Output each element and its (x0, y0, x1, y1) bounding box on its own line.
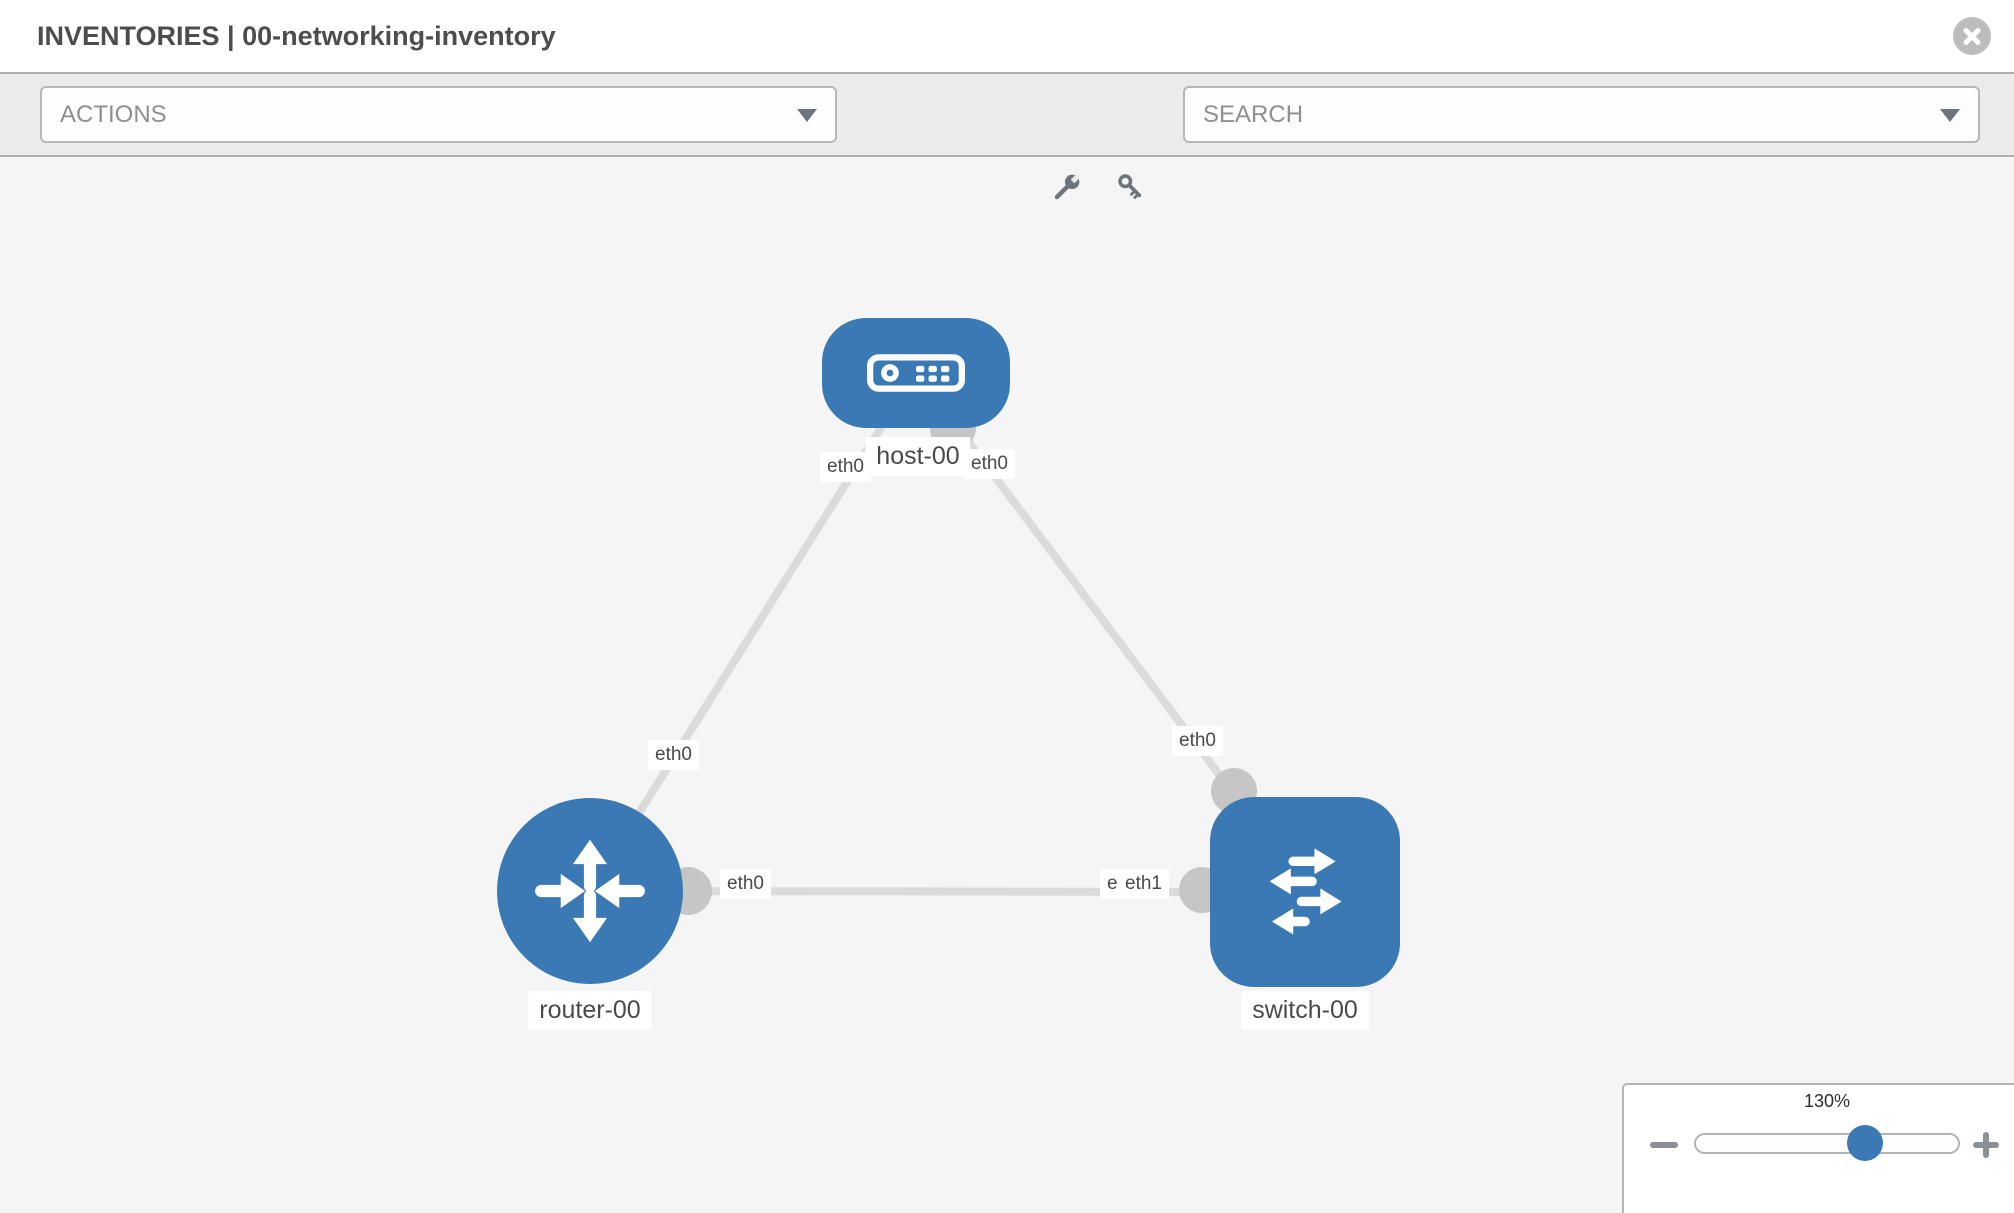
node-switch-00[interactable] (1210, 797, 1400, 987)
interface-label: eth0 (720, 869, 771, 899)
chevron-down-icon (797, 109, 817, 122)
chevron-down-icon (1940, 109, 1960, 122)
interface-label: eth1 (1118, 869, 1169, 899)
zoom-level-value: 130% (1803, 1091, 1851, 1111)
wrench-button[interactable] (1048, 170, 1084, 206)
wrench-icon (1054, 173, 1081, 200)
node-host-00[interactable] (822, 318, 1010, 428)
actions-dropdown-label: ACTIONS (60, 101, 167, 128)
key-button[interactable] (1114, 170, 1150, 206)
zoom-slider-handle[interactable] (1847, 1125, 1883, 1161)
zoom-in-button[interactable] (1971, 1128, 2001, 1162)
server-icon (867, 354, 965, 392)
router-arrows-icon (535, 839, 645, 943)
interface-label: eth0 (1172, 726, 1223, 756)
actions-dropdown[interactable]: ACTIONS (40, 86, 837, 143)
node-label-host: host-00 (865, 437, 971, 476)
key-icon (1118, 174, 1142, 199)
zoom-control-panel: 130% (1622, 1083, 2014, 1213)
toolbar: ACTIONS SEARCH (0, 74, 2014, 200)
close-icon[interactable] (1953, 17, 1991, 55)
interface-label: eth0 (648, 740, 699, 770)
topology-canvas[interactable] (0, 157, 2014, 1200)
search-placeholder: SEARCH (1203, 101, 1304, 128)
minus-icon (1650, 1142, 1678, 1148)
node-label-router: router-00 (528, 991, 652, 1030)
page-title: INVENTORIES | 00-networking-inventory (37, 21, 556, 51)
zoom-slider-track[interactable] (1694, 1133, 1960, 1154)
node-router-00[interactable] (497, 798, 683, 984)
node-label-switch: switch-00 (1241, 991, 1369, 1030)
header-bar: INVENTORIES | 00-networking-inventory (0, 0, 2014, 74)
switch-arrows-icon (1269, 848, 1342, 935)
zoom-out-button[interactable] (1650, 1140, 1678, 1150)
interface-label: eth0 (964, 449, 1015, 479)
search-dropdown[interactable]: SEARCH (1183, 86, 1980, 143)
interface-label: eth0 (820, 452, 871, 482)
